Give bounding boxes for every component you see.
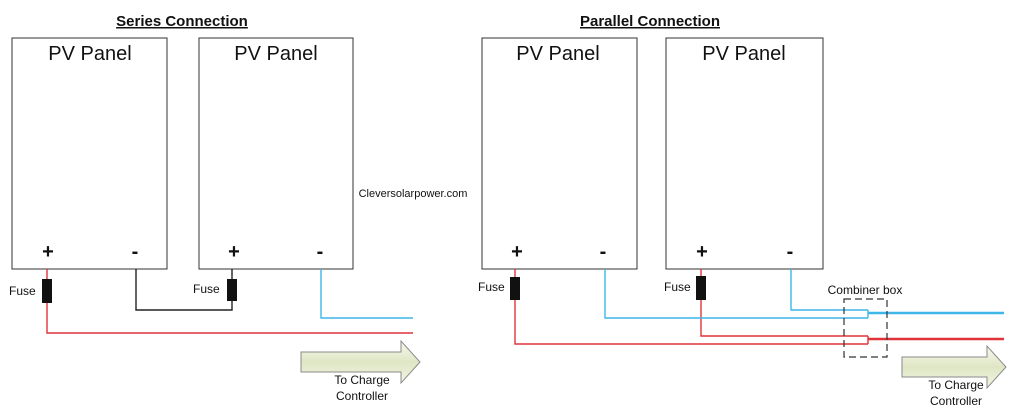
series-panel-2-minus: -	[317, 241, 324, 263]
parallel-fuse-2-icon	[696, 276, 706, 300]
series-fuse-2-icon	[227, 279, 237, 301]
series-panel-1-plus: +	[42, 241, 54, 263]
parallel-output-arrow-icon	[901, 344, 1007, 390]
series-fuse-2-label: Fuse	[193, 282, 220, 296]
series-title: Series Connection	[116, 13, 248, 30]
series-fuse-1-icon	[42, 279, 52, 303]
parallel-section: Parallel Connection PV Panel + - PV Pane…	[478, 13, 1007, 408]
series-panel-1-title: PV Panel	[48, 43, 131, 65]
series-output-label-line-1: To Charge	[334, 373, 390, 387]
parallel-fuse-1-icon	[510, 277, 520, 300]
parallel-negative-wire-2	[790, 269, 868, 311]
parallel-output-label-line-1: To Charge	[928, 378, 984, 392]
parallel-panel-2-title: PV Panel	[702, 43, 785, 65]
parallel-negative-wire-1	[604, 269, 868, 319]
parallel-panel-2-plus: +	[696, 241, 708, 263]
series-panel-2-plus: +	[228, 241, 240, 263]
series-panel-1: PV Panel + -	[11, 37, 168, 270]
parallel-fuse-2-label: Fuse	[664, 280, 691, 294]
series-panel-2: PV Panel + -	[198, 37, 354, 270]
parallel-output-label-line-2: Controller	[930, 394, 982, 408]
series-section: Series Connection PV Panel + - PV Panel …	[9, 13, 421, 403]
parallel-positive-wire-1	[514, 269, 868, 345]
series-panel-2-title: PV Panel	[234, 43, 317, 65]
series-fuse-1-label: Fuse	[9, 284, 36, 298]
parallel-panel-1-title: PV Panel	[516, 43, 599, 65]
parallel-panel-1-plus: +	[511, 241, 523, 263]
parallel-fuse-1-label: Fuse	[478, 280, 505, 294]
series-negative-wire	[320, 269, 413, 319]
parallel-title: Parallel Connection	[580, 13, 720, 30]
combiner-box	[843, 298, 888, 358]
parallel-panel-1: PV Panel + -	[481, 37, 638, 270]
parallel-panel-1-minus: -	[600, 241, 607, 263]
parallel-panel-2: PV Panel + -	[665, 37, 824, 270]
series-output-arrow-icon	[300, 339, 421, 385]
series-output-label-line-2: Controller	[336, 389, 388, 403]
parallel-panel-2-minus: -	[787, 241, 794, 263]
series-panel-1-minus: -	[132, 241, 139, 263]
watermark-text: Cleversolarpower.com	[359, 188, 468, 200]
combiner-box-label: Combiner box	[828, 283, 903, 297]
parallel-positive-wire-2	[700, 269, 868, 337]
